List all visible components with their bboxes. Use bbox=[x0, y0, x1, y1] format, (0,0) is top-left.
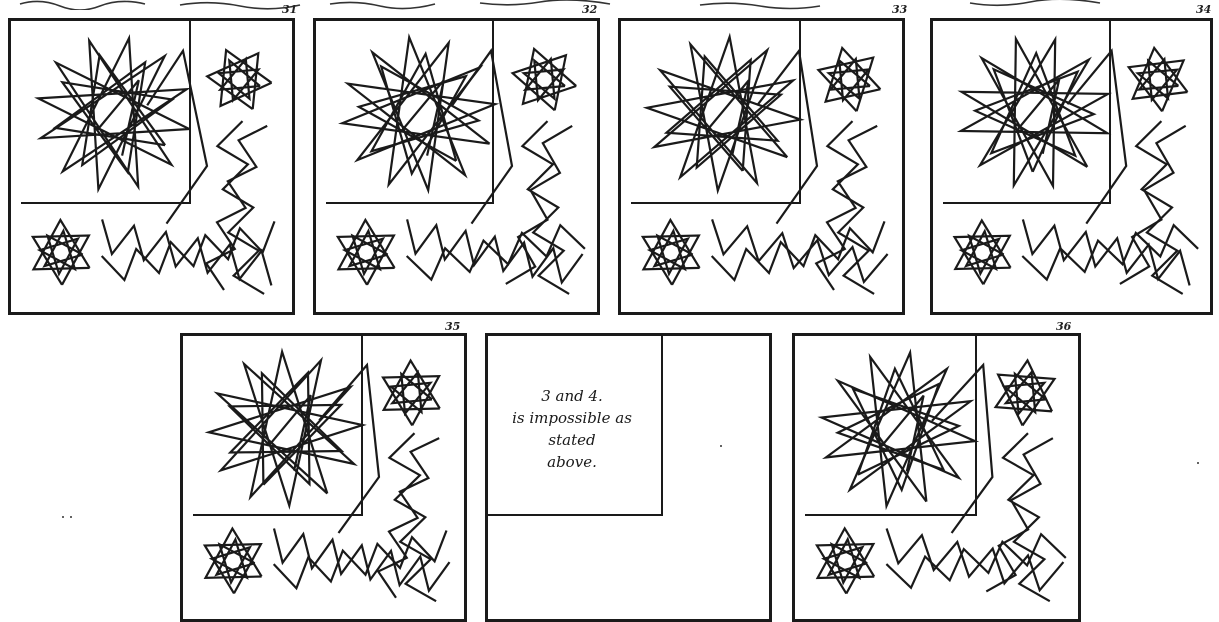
panel-36-knot-ring bbox=[838, 369, 959, 490]
panel-31-knot-band bbox=[217, 121, 264, 294]
panel-34-knot-ring bbox=[961, 39, 1108, 186]
panel-31-knot-strand bbox=[147, 51, 207, 224]
panel-33-knot-strand bbox=[757, 51, 817, 224]
panel-33-knot-band bbox=[712, 221, 885, 280]
panel-32-knot-band bbox=[506, 126, 572, 284]
panel-31-knot-ring bbox=[55, 55, 172, 172]
panel-36-knot-strand bbox=[932, 365, 992, 533]
panel-36-knot-band bbox=[886, 534, 1065, 588]
panel-35-knot-band bbox=[274, 529, 450, 591]
panel-35-knot-ring bbox=[230, 373, 342, 485]
panel-33-knot-ring bbox=[647, 37, 801, 191]
panel-35-knot-side-star bbox=[391, 372, 432, 413]
panel-33-knot-band bbox=[712, 219, 888, 282]
panel-33-knot-ring bbox=[667, 57, 781, 171]
panel-35-knot-ring bbox=[209, 352, 363, 506]
panel-31-knot-ring bbox=[38, 38, 189, 189]
panel-32-knot-ring bbox=[359, 54, 479, 174]
panel-36-knot-band bbox=[986, 438, 1053, 591]
panel-31-knot-band bbox=[102, 219, 271, 285]
panel-32-knot-ring bbox=[342, 37, 495, 190]
